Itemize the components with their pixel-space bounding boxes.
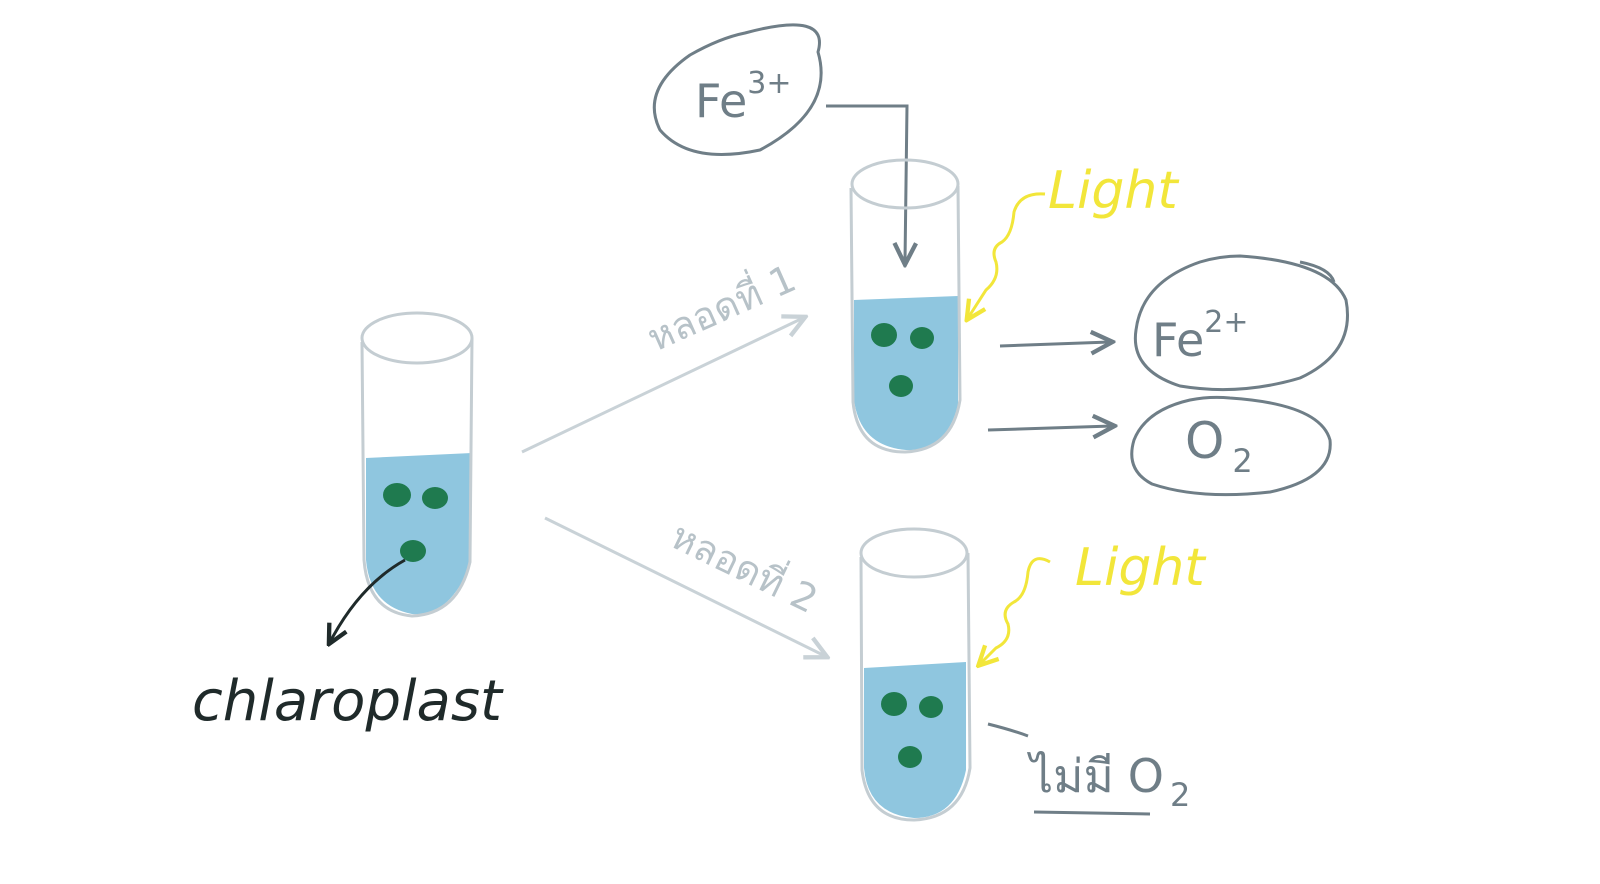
- liquid: [854, 296, 958, 451]
- chloroplast: [400, 540, 426, 562]
- fe3-ellipse: [652, 23, 823, 156]
- test-tube-2: [859, 527, 972, 822]
- fe2-label: Fe2+: [1152, 305, 1248, 367]
- chloroplast-pointer-arrow: [330, 558, 406, 642]
- tube-body: [849, 185, 962, 454]
- tube-rim: [360, 311, 474, 365]
- liquid: [366, 453, 472, 615]
- fe2-ellipse: [1133, 254, 1349, 392]
- chloroplast: [910, 327, 934, 349]
- test-tube-1: [849, 158, 962, 454]
- no-o2-underline: [1033, 810, 1151, 816]
- chloroplast-label: chlaroplast: [192, 669, 504, 734]
- tube-label-2: หลอดที่ 2: [664, 510, 826, 622]
- chloroplast: [919, 696, 943, 718]
- chloroplast: [881, 692, 907, 716]
- chloroplast: [383, 483, 411, 507]
- chloroplast: [889, 375, 913, 397]
- fe3-to-tube-arrow: [826, 104, 907, 262]
- tube-rim: [850, 158, 960, 210]
- tube-label-1: หลอดที่ 1: [639, 252, 802, 360]
- tube-body: [360, 337, 474, 618]
- chloroplast: [422, 487, 448, 509]
- arrow-to-tube-1: [521, 318, 803, 454]
- fe3-reagent: Fe3+: [652, 23, 823, 156]
- arrow-to-o2: [987, 426, 1112, 430]
- light-ray-2: [980, 557, 1051, 664]
- chloroplast: [898, 746, 922, 768]
- light-label-1: Light: [1048, 161, 1179, 221]
- tube-rim: [859, 527, 969, 579]
- test-tube-source: [360, 311, 474, 618]
- fe2-product: Fe2+: [1133, 254, 1349, 392]
- light-label-2: Light: [1075, 538, 1206, 598]
- arrow-to-tube-2: [544, 516, 825, 656]
- o2-ellipse: [1130, 395, 1332, 497]
- light-ray-1: [968, 192, 1046, 318]
- chloroplast: [871, 323, 897, 347]
- no-o2-pointer: [987, 722, 1029, 738]
- tube-body: [859, 552, 972, 822]
- liquid: [864, 662, 966, 818]
- fe3-label: Fe3+: [695, 66, 791, 128]
- arrow-to-fe2: [999, 342, 1110, 346]
